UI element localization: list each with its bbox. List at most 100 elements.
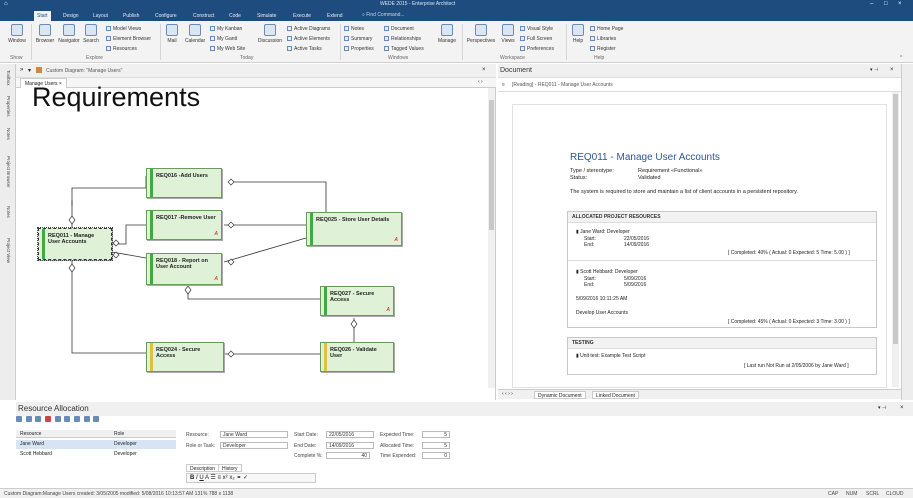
libraries-button[interactable]: Libraries [590, 36, 616, 42]
tab-publish[interactable]: Publish [123, 13, 140, 19]
close-icon[interactable]: × [898, 1, 902, 7]
role-select[interactable]: Developer [220, 442, 288, 449]
my-web-site-button[interactable]: My Web Site [210, 46, 245, 52]
tab-configure[interactable]: Configure [155, 13, 177, 19]
table-row[interactable]: Scott Hebbard Developer [16, 450, 176, 459]
maximize-icon[interactable]: □ [884, 1, 888, 7]
tab-manage-users[interactable]: Manage Users × [20, 78, 67, 88]
column-resource[interactable]: Resource [20, 431, 42, 437]
dock-item-project-browser[interactable]: Project Browser [6, 156, 11, 188]
document-menu-icon[interactable]: ≡ [502, 82, 505, 88]
underline-icon[interactable]: U [199, 475, 204, 481]
tab-design[interactable]: Design [63, 13, 79, 19]
tab-construct[interactable]: Construct [193, 13, 215, 19]
register-button[interactable]: Register [590, 46, 616, 52]
diagram-vertical-scrollbar[interactable] [488, 88, 495, 388]
manage-button[interactable]: Manage [434, 24, 460, 44]
document-button[interactable]: Document [384, 26, 414, 32]
tab-linked-document[interactable]: Linked Document [592, 391, 639, 399]
sort-icon[interactable] [54, 416, 61, 422]
app-menu-icon[interactable]: ⌂ [4, 1, 8, 7]
dock-item-properties[interactable]: Properties [6, 96, 11, 117]
pane-close-icon[interactable]: × [890, 67, 894, 73]
minimize-icon[interactable]: – [870, 1, 874, 7]
tab-history[interactable]: History [218, 464, 242, 472]
dock-item-notes[interactable]: Notes [6, 128, 11, 140]
numbered-list-icon[interactable]: ≡ [217, 475, 221, 481]
dropdown-icon[interactable]: ▾ [28, 68, 32, 74]
full-screen-button[interactable]: Full Screen [520, 36, 552, 42]
window-button[interactable]: Window [6, 24, 28, 44]
discussion-button[interactable]: Discussion [255, 24, 285, 44]
home-page-button[interactable]: Home Page [590, 26, 623, 32]
new-icon[interactable] [16, 416, 22, 422]
perspectives-button[interactable]: Perspectives [464, 24, 498, 44]
bold-icon[interactable]: B [190, 475, 195, 481]
model-views-button[interactable]: Model Views [106, 26, 141, 32]
tab-dynamic-document[interactable]: Dynamic Document [534, 391, 586, 399]
save-icon[interactable] [25, 416, 32, 422]
diagram-element-req011[interactable]: REQ011 - Manage User Accounts [37, 227, 113, 261]
properties-button[interactable]: Properties [344, 46, 374, 52]
spell-check-icon[interactable]: ✓ [243, 475, 249, 481]
visual-style-button[interactable]: Visual Style [520, 26, 553, 32]
views-button[interactable]: Views [498, 24, 518, 44]
tab-execute[interactable]: Execute [293, 13, 312, 19]
scrollbar-thumb[interactable] [489, 100, 494, 230]
relationships-button[interactable]: Relationships [384, 36, 421, 42]
document-vertical-scrollbar[interactable] [892, 92, 899, 387]
diagram-canvas[interactable]: REQ011 - Manage User Accounts REQ016 -Ad… [16, 88, 496, 400]
tab-start[interactable]: Start [34, 11, 51, 21]
tab-scroll-icon[interactable]: ‹ › [478, 79, 483, 85]
panel-collapse-icon[interactable]: » [20, 67, 24, 73]
report-icon[interactable] [74, 416, 81, 422]
tab-layout[interactable]: Layout [93, 13, 109, 19]
active-diagrams-button[interactable]: Active Diagrams [287, 26, 330, 32]
preferences-button[interactable]: Preferences [520, 46, 554, 52]
browser-button[interactable]: Browser [34, 24, 56, 44]
dock-item-toolbox[interactable]: Toolbox [6, 70, 11, 86]
tab-scroll-icon[interactable]: ‹ ‹ › › [502, 391, 513, 397]
end-date-input[interactable]: 14/09/2016 [326, 442, 374, 449]
expected-time-input[interactable]: 5 [422, 431, 450, 438]
chart-icon[interactable] [83, 416, 90, 422]
column-role[interactable]: Role [114, 431, 125, 437]
resource-select[interactable]: Jane Ward [220, 431, 288, 438]
mail-button[interactable]: Mail [162, 24, 182, 44]
time-expended-input[interactable]: 0 [422, 452, 450, 459]
tab-code[interactable]: Code [229, 13, 241, 19]
bullet-list-icon[interactable]: ☰ [210, 475, 216, 481]
pane-options-icon[interactable]: ▾ ⊣ [878, 405, 887, 411]
dock-item-notes-2[interactable]: Notes [6, 206, 11, 218]
tagged-values-button[interactable]: Tagged Values [384, 46, 424, 52]
scrollbar-thumb[interactable] [893, 94, 898, 344]
ribbon-collapse-icon[interactable]: ^ [900, 55, 903, 61]
notes-button[interactable]: Notes [344, 26, 364, 32]
diagram-element-req026[interactable]: REQ026 - Validate User [320, 342, 394, 372]
filter-icon[interactable] [64, 416, 71, 422]
subscript-icon[interactable]: x₂ [229, 475, 235, 481]
pane-close-icon[interactable]: × [482, 67, 486, 73]
help-button[interactable]: Help [568, 24, 588, 44]
copy-icon[interactable] [35, 416, 42, 422]
active-elements-button[interactable]: Active Elements [287, 36, 330, 42]
font-color-icon[interactable]: A [205, 475, 209, 481]
start-date-input[interactable]: 22/05/2016 [326, 431, 374, 438]
my-kanban-button[interactable]: My Kanban [210, 26, 242, 32]
diagram-element-req024[interactable]: REQ024 - Secure Access [146, 342, 224, 372]
table-row[interactable]: Jane Ward Developer [16, 440, 176, 449]
calendar-button[interactable]: Calendar [182, 24, 208, 44]
tab-close-icon[interactable]: × [58, 81, 62, 87]
complete-input[interactable]: 40 [326, 452, 370, 459]
resources-button[interactable]: Resources [106, 46, 137, 52]
tab-description[interactable]: Description [186, 464, 220, 472]
search-button[interactable]: Search [80, 24, 102, 44]
diagram-element-req016[interactable]: REQ016 -Add Users [146, 168, 222, 198]
tab-simulate[interactable]: Simulate [257, 13, 277, 19]
navigator-button[interactable]: Navigator [56, 24, 82, 44]
summary-button[interactable]: Summary [344, 36, 372, 42]
active-tasks-button[interactable]: Active Tasks [287, 46, 322, 52]
superscript-icon[interactable]: x² [222, 475, 228, 481]
